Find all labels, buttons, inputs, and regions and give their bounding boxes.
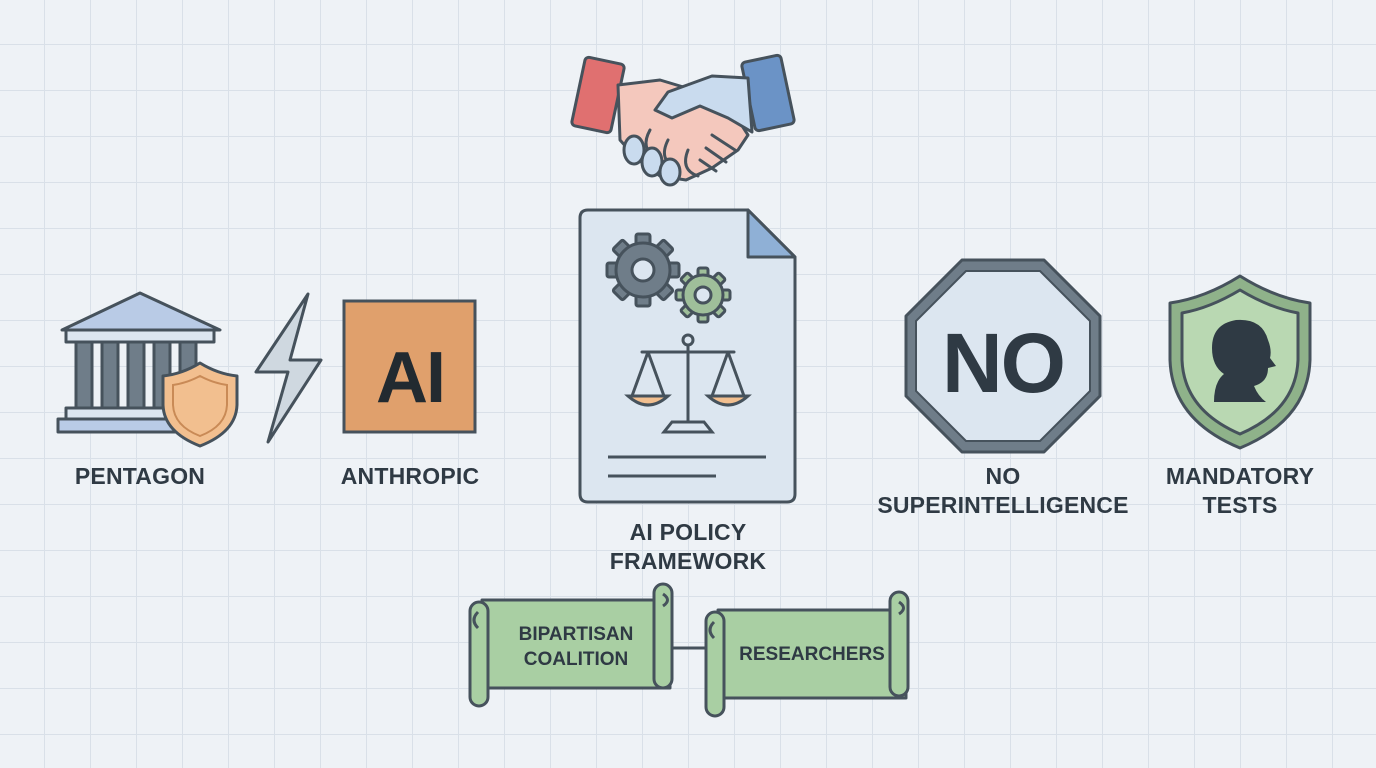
label-ai-policy-framework: AI POLICY FRAMEWORK [609,519,767,574]
gear-icon [605,232,681,308]
child-shield-icon [1168,274,1312,450]
label-mandatory-tests: MANDATORY TESTS [1165,463,1315,518]
label-pentagon: PENTAGON [74,463,206,489]
scroll-banner-icon [704,590,910,718]
banner-bipartisan-coalition: BIPARTISAN COALITION [518,624,634,670]
stop-sign-text: NO [942,316,1064,410]
lightning-icon [254,292,323,444]
banner-researchers: RESEARCHERS [739,644,885,665]
scales-icon [624,333,752,434]
logo-text: AI [376,338,444,418]
handshake-icon [570,53,796,187]
label-anthropic: ANTHROPIC [340,463,480,489]
scroll-banner-icon [468,582,708,708]
label-no-superintelligence: NO SUPERINTELLIGENCE [877,463,1129,518]
ai-logo-icon [342,299,477,434]
gear-icon [674,266,732,324]
